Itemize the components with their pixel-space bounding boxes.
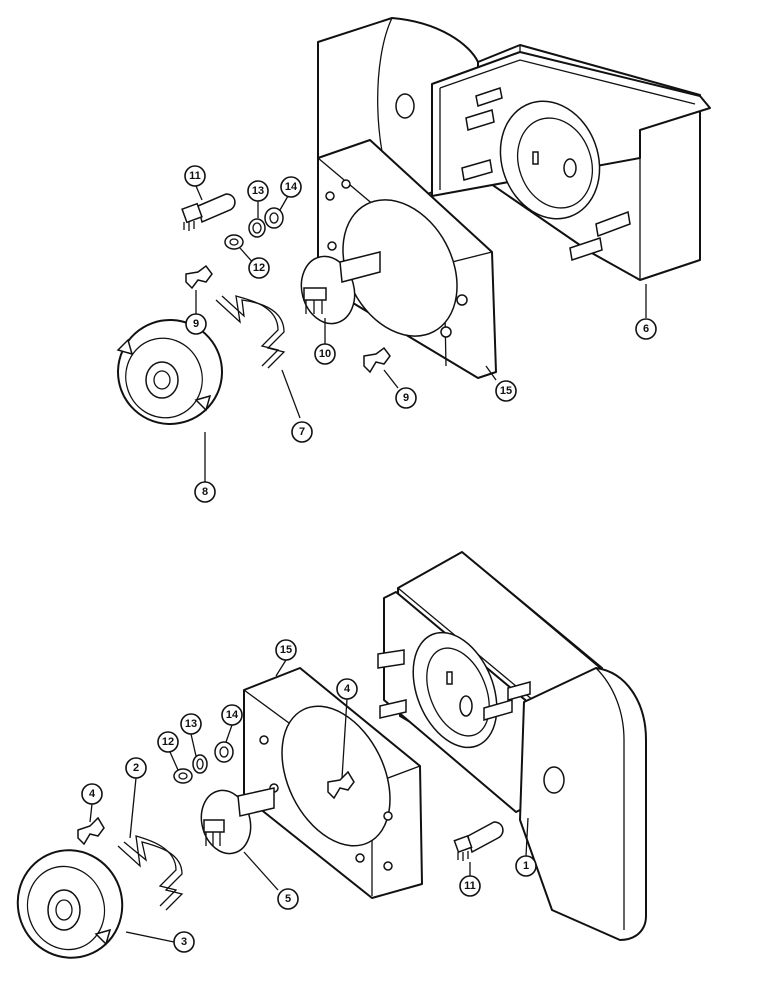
- callout-bot-2: 2: [125, 757, 147, 779]
- callout-bot-4b: 4: [81, 783, 103, 805]
- bottom-lens-cover: [16, 849, 124, 959]
- callout-bot-14: 14: [221, 704, 243, 726]
- top-bulb-holder: [300, 251, 381, 325]
- callout-label: 13: [185, 718, 197, 730]
- bottom-end-cap: [519, 667, 647, 941]
- callout-top-12: 12: [248, 257, 270, 279]
- top-fasteners: [224, 207, 284, 250]
- callout-label: 3: [181, 936, 187, 948]
- callout-label: 8: [202, 486, 208, 498]
- callout-label: 12: [253, 262, 265, 274]
- top-wing-nut-b: [363, 346, 391, 374]
- top-wing-nut-a: [185, 264, 213, 290]
- top-assembly: 11 13 14 12 9 10 9 15 6 7 8: [116, 17, 711, 503]
- callout-label: 2: [133, 762, 139, 774]
- bottom-bulb: [453, 821, 504, 861]
- callout-label: 1: [523, 860, 529, 872]
- callout-top-9b: 9: [395, 387, 417, 409]
- bottom-fasteners: [173, 741, 234, 784]
- callout-label: 15: [500, 385, 512, 397]
- callout-top-13: 13: [247, 180, 269, 202]
- callout-label: 9: [193, 318, 199, 330]
- callout-label: 6: [643, 323, 649, 335]
- callout-bot-3: 3: [173, 931, 195, 953]
- callout-label: 4: [344, 683, 351, 695]
- callout-label: 4: [89, 788, 96, 800]
- bottom-wing-nut-a: [77, 816, 105, 846]
- callout-top-6: 6: [635, 318, 657, 340]
- callout-bot-5: 5: [277, 888, 299, 910]
- top-bulb: [181, 193, 236, 231]
- callout-label: 9: [403, 392, 409, 404]
- callout-bot-11: 11: [459, 875, 481, 897]
- callout-top-11: 11: [184, 165, 206, 187]
- callout-bot-1: 1: [515, 855, 537, 877]
- callout-label: 14: [285, 181, 298, 193]
- callout-label: 5: [285, 893, 291, 905]
- callout-top-7: 7: [291, 421, 313, 443]
- top-spring-clip: [215, 295, 286, 369]
- callout-bot-13: 13: [180, 713, 202, 735]
- callout-label: 15: [280, 644, 292, 656]
- bottom-leader-lines: [89, 659, 529, 943]
- callout-label: 7: [299, 426, 305, 438]
- top-lamp-body: [431, 44, 711, 281]
- callout-top-10: 10: [314, 343, 336, 365]
- callout-label: 13: [252, 185, 264, 197]
- callout-top-15: 15: [495, 380, 517, 402]
- top-gasket: [317, 139, 497, 379]
- callout-top-8: 8: [194, 481, 216, 503]
- callout-bot-12: 12: [157, 731, 179, 753]
- top-leader-lines: [195, 185, 647, 482]
- callout-bot-15: 15: [275, 639, 297, 661]
- top-lens-cover: [116, 319, 223, 425]
- callout-label: 10: [319, 348, 331, 360]
- callout-bot-4a: 4: [336, 678, 358, 700]
- callout-top-14: 14: [280, 176, 302, 198]
- callout-label: 11: [464, 880, 476, 892]
- bottom-assembly: 15 4 2 12 13 14 4 5 3 11 1: [16, 551, 647, 959]
- callout-label: 14: [226, 709, 239, 721]
- callout-top-9a: 9: [185, 313, 207, 335]
- bottom-bulb-holder: [200, 787, 275, 855]
- callout-label: 12: [162, 736, 174, 748]
- callout-label: 11: [189, 170, 201, 182]
- bottom-spring-clip: [117, 835, 184, 911]
